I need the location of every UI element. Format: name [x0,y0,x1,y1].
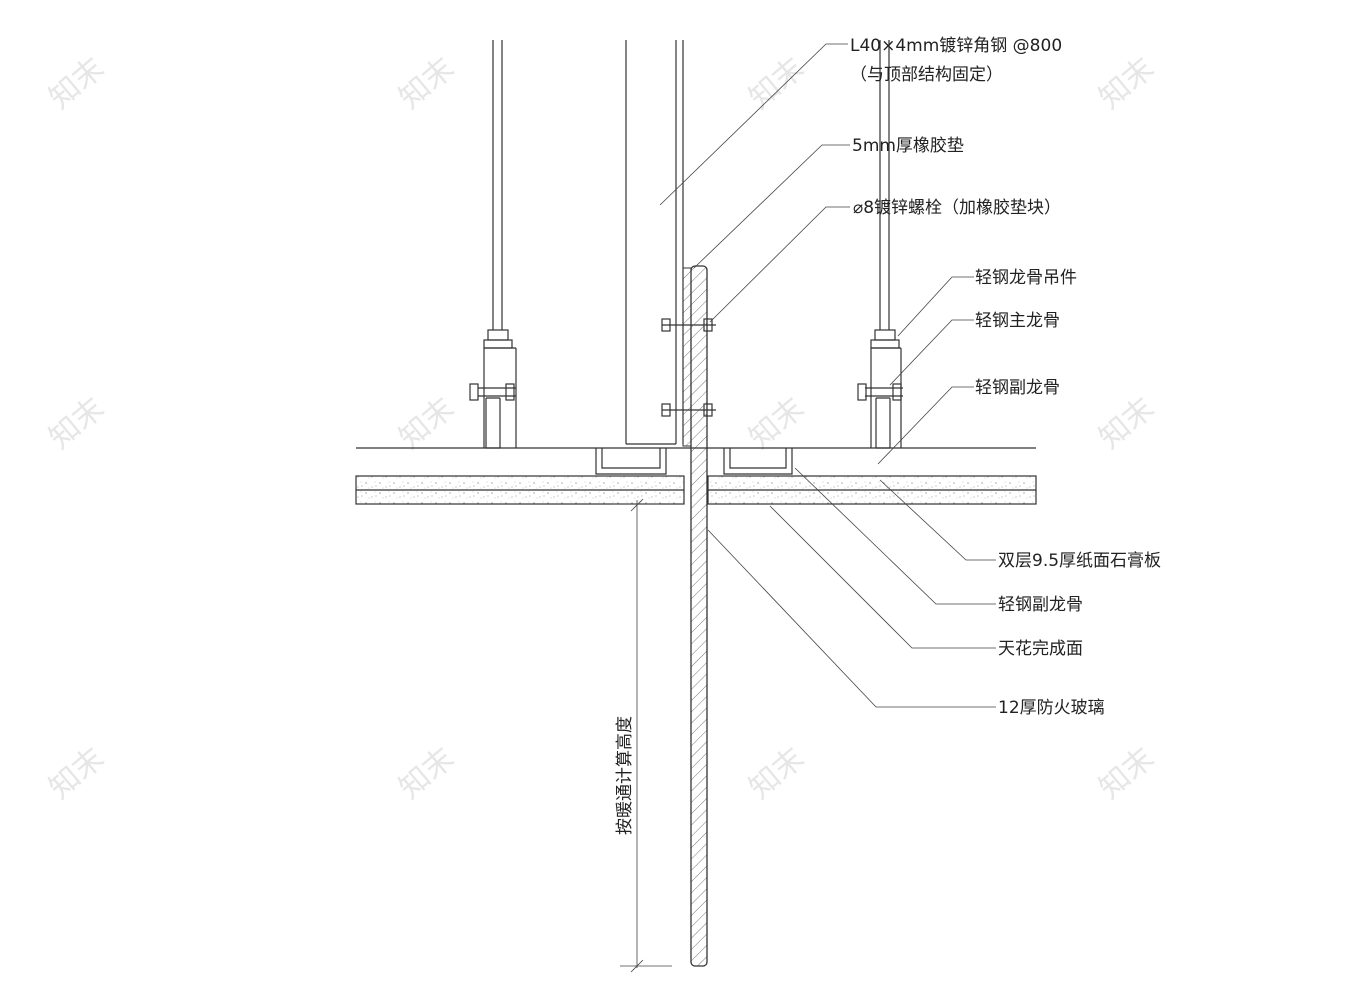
rubber-pad [682,267,692,447]
watermark-text: 知末 [393,741,461,806]
label-angle-steel: L40×4mm镀锌角钢 @800 [850,36,1062,56]
watermark-text: 知末 [743,391,811,456]
label-main-keel: 轻钢主龙骨 [975,311,1060,331]
left-hanger-assembly [469,40,517,449]
watermarks: 知末 知末 知末 知末 知末 知末 知末 知末 知末 知末 知末 知末 [43,51,1161,806]
label-sub-keel-upper: 轻钢副龙骨 [975,378,1060,398]
gypsum-board [355,475,1037,505]
label-gypsum-board: 双层9.5厚纸面石膏板 [998,550,1161,571]
label-bolt: ⌀8镀锌螺栓（加橡胶垫块） [853,198,1061,218]
sub-keel-channels [595,448,793,475]
label-ceiling-finish: 天花完成面 [998,639,1083,659]
watermark-text: 知末 [393,51,461,116]
label-hanger: 轻钢龙骨吊件 [975,268,1077,288]
label-angle-steel-note: （与顶部结构固定） [850,65,1003,85]
height-dimension [612,498,672,973]
watermark-text: 知末 [743,51,811,116]
watermark-text: 知末 [743,741,811,806]
label-sub-keel-lower: 轻钢副龙骨 [998,595,1083,615]
watermark-text: 知末 [43,391,111,456]
labels: L40×4mm镀锌角钢 @800 （与顶部结构固定） 5mm厚橡胶垫 ⌀8镀锌螺… [615,36,1161,835]
watermark-text: 知末 [43,741,111,806]
angle-steel [625,40,684,445]
watermark-text: 知末 [1093,741,1161,806]
label-rubber-pad: 5mm厚橡胶垫 [852,136,964,156]
right-hanger-assembly [857,40,903,449]
watermark-text: 知末 [43,51,111,116]
label-fire-glass: 12厚防火玻璃 [998,698,1105,718]
label-height-note: 按暖通计算高度 [615,716,635,835]
watermark-text: 知末 [1093,391,1161,456]
watermark-text: 知末 [1093,51,1161,116]
fire-glass [690,265,708,967]
watermark-text: 知末 [393,391,461,456]
leader-lines [659,43,996,708]
